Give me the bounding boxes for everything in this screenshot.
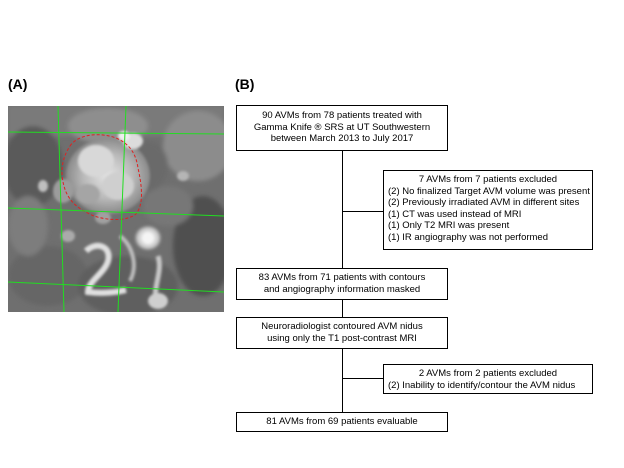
connector-line — [342, 378, 383, 379]
flow-box-line: (1) IR angiography was not performed — [388, 231, 548, 243]
flow-box-line: Neuroradiologist contoured AVM nidus — [261, 321, 423, 332]
flow-box-line: (2) Inability to identify/contour the AV… — [388, 379, 576, 391]
flow-box-exclusion-2: 2 AVMs from 2 patients excluded (2) Inab… — [383, 364, 593, 394]
flow-box-masked: 83 AVMs from 71 patients with contours a… — [236, 268, 448, 300]
flow-box-line: (1) Only T2 MRI was present — [388, 220, 510, 231]
flow-box-line: using only the T1 post-contrast MRI — [267, 332, 417, 344]
connector-line — [342, 349, 343, 412]
connector-line — [342, 211, 383, 212]
panel-label-b: (B) — [235, 76, 255, 92]
flow-box-contour: Neuroradiologist contoured AVM nidus usi… — [236, 317, 448, 349]
panel-label-a: (A) — [8, 76, 28, 92]
flow-box-final: 81 AVMs from 69 patients evaluable — [236, 412, 448, 432]
flow-box-line: Gamma Knife ® SRS at UT Southwestern — [253, 121, 431, 133]
connector-line — [342, 300, 343, 317]
flow-box-line: (1) CT was used instead of MRI — [388, 208, 522, 220]
mri-image — [8, 106, 224, 312]
flow-box-line: (2) Previously irradiated AVM in differe… — [388, 197, 580, 208]
flow-box-exclusion-1: 7 AVMs from 7 patients excluded (2) No f… — [383, 170, 593, 250]
flow-box-line: and angiography information masked — [263, 283, 421, 295]
flow-box-line: 81 AVMs from 69 patients evaluable — [266, 416, 418, 427]
connector-line — [342, 151, 343, 268]
flow-box-line: 90 AVMs from 78 patients treated with — [262, 110, 422, 121]
flow-box-heading: 2 AVMs from 2 patients excluded — [418, 368, 558, 379]
flow-box-line: between March 2013 to July 2017 — [270, 133, 414, 144]
flow-box-line: (2) No finalized Target AVM volume was p… — [388, 185, 590, 197]
flow-box-line: 83 AVMs from 71 patients with contours — [258, 272, 426, 283]
flow-box-start: 90 AVMs from 78 patients treated with Ga… — [236, 105, 448, 151]
flow-box-heading: 7 AVMs from 7 patients excluded — [418, 174, 558, 185]
